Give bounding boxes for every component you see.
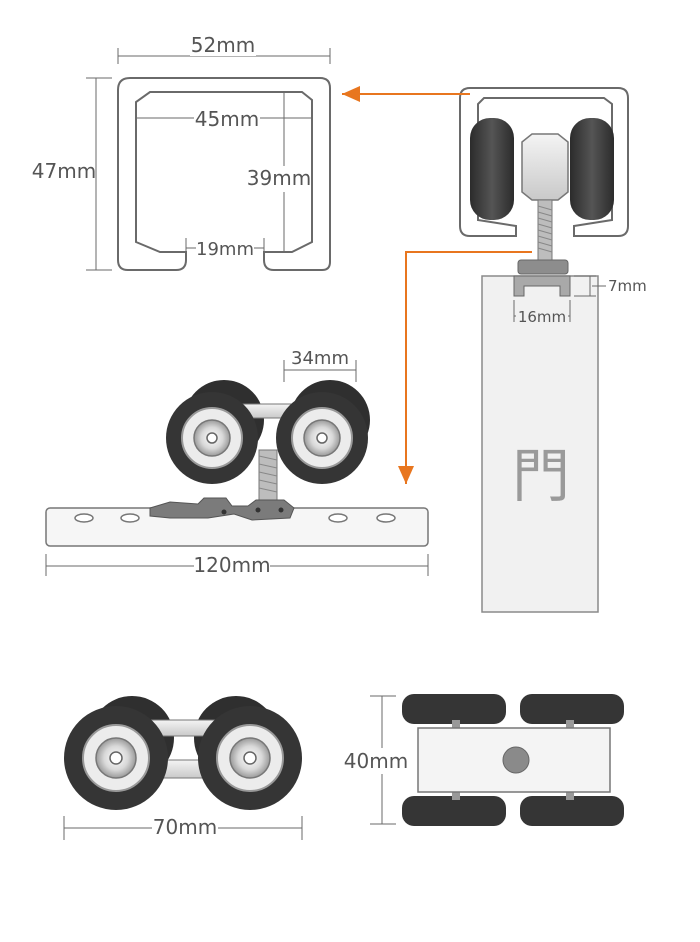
carriage-side-view: 70mm xyxy=(63,696,303,840)
carriage-top-view: 40mm xyxy=(344,694,624,826)
door-glyph: 門 xyxy=(512,442,570,510)
orange-arrows xyxy=(342,86,532,484)
carriage-length-label: 70mm xyxy=(153,815,217,839)
track-assembly-view: 門 16mm 7mm xyxy=(459,87,647,613)
roller-wheel-left xyxy=(470,118,514,220)
track-cross-section: 52mm 45mm 47mm 39mm 19mm xyxy=(32,33,331,271)
roller-spacing-label: 34mm xyxy=(291,348,349,369)
carriage-width-label: 40mm xyxy=(344,749,408,773)
hanger-side-view: 34mm 120mm xyxy=(45,346,429,578)
track-outer-width-label: 52mm xyxy=(191,33,255,57)
track-slot-width-label: 19mm xyxy=(196,239,254,260)
bracket-width-label: 16mm xyxy=(518,308,566,326)
plate-length-label: 120mm xyxy=(193,553,270,577)
track-inner-width-label: 45mm xyxy=(195,107,259,131)
track-inner-height-label: 39mm xyxy=(247,166,311,190)
bracket-height-label: 7mm xyxy=(608,277,647,295)
roller-wheel-right xyxy=(570,118,614,220)
track-height-label: 47mm xyxy=(32,159,96,183)
door-panel xyxy=(481,275,599,613)
